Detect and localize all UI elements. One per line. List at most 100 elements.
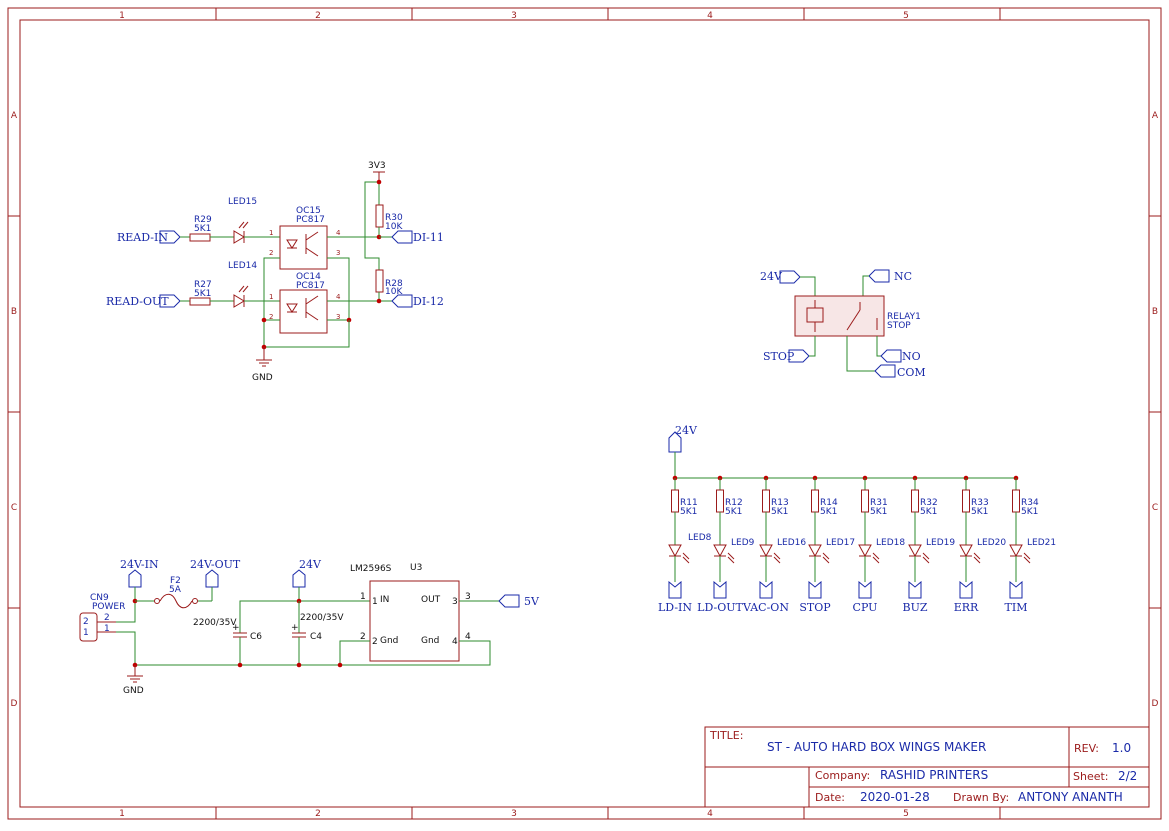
- u3-out-label: OUT: [421, 595, 441, 605]
- u3-pin4-num-inner: 4: [452, 637, 458, 647]
- led-arrow: [773, 552, 781, 560]
- led-arrow: [872, 556, 880, 564]
- oc15-optocoupler: [279, 225, 328, 270]
- led-indicator-section: 24V R115K1LED8LD-INR125K1LED9LD-OUTR135K…: [658, 424, 1056, 614]
- led-resistor-r34: [1012, 489, 1020, 513]
- relay-24v-label: 24V: [760, 270, 783, 283]
- row-label-d-right: D: [1152, 699, 1159, 709]
- col-label-4: 4: [707, 11, 713, 21]
- r30-ref: R30: [385, 213, 403, 223]
- r27-ref: R27: [194, 280, 212, 290]
- led-resistor-r13: [762, 489, 770, 513]
- col-label-1: 1: [119, 11, 125, 21]
- f2-value: 5A: [169, 585, 182, 595]
- u3-part: LM2596S: [350, 564, 392, 574]
- led-bank-24v-label: 24V: [675, 424, 698, 437]
- net-5v-label: 5V: [524, 595, 540, 608]
- u3-pin1-num: 1: [360, 592, 366, 602]
- led-diode-led17: [808, 544, 822, 558]
- led-resistor-value: 5K1: [920, 507, 937, 517]
- led-ref: LED18: [876, 538, 905, 548]
- rev-label: REV:: [1074, 742, 1099, 755]
- led-net-label: LD-IN: [658, 601, 692, 614]
- opto-input-section: 3V3 R30 10K R28 10K READ-IN R29 5K1 LED1…: [106, 161, 444, 383]
- date-value: 2020-01-28: [860, 790, 930, 804]
- led-resistor-value: 5K1: [1021, 507, 1038, 517]
- led-net-port: [668, 580, 682, 599]
- c4-value: 2200/35V: [300, 613, 344, 623]
- read-out-port: [159, 294, 181, 308]
- u3-pin2-num: 2: [360, 632, 366, 642]
- row-label-b: B: [11, 307, 17, 317]
- relay1-value: STOP: [887, 321, 911, 331]
- port-24v-in: [128, 569, 142, 588]
- r28-resistor: [375, 269, 384, 293]
- led-arrow: [822, 552, 830, 560]
- led-ref: LED20: [977, 538, 1006, 548]
- relay-no-port: [880, 349, 902, 363]
- led-resistor-r31: [861, 489, 869, 513]
- led-arrow: [973, 552, 981, 560]
- led-bank-24v-port: [668, 431, 682, 453]
- relay-com-port: [874, 364, 896, 378]
- led-ref: LED8: [688, 533, 712, 543]
- net-read-out-label: READ-OUT: [106, 295, 169, 308]
- led-arrow: [682, 556, 690, 564]
- r27-value: 5K1: [194, 289, 211, 299]
- relay1-ref: RELAY1: [887, 312, 921, 322]
- led-ref: LED17: [826, 538, 855, 548]
- led14-diode: [233, 294, 245, 308]
- row-label-a-right: A: [1152, 111, 1159, 121]
- led-arrow: [1023, 556, 1031, 564]
- led-ref: LED16: [777, 538, 806, 548]
- led14-ref: LED14: [228, 261, 257, 271]
- c4-ref: C4: [310, 632, 322, 642]
- row-label-c-right: C: [1152, 503, 1158, 513]
- led-net-port: [858, 580, 872, 599]
- led-diode-led19: [908, 544, 922, 558]
- r28-value: 10K: [385, 287, 403, 297]
- relay1-body: [794, 295, 885, 337]
- led-diode-led21: [1009, 544, 1023, 558]
- port-24v: [292, 569, 306, 588]
- led-arrow: [922, 552, 930, 560]
- oc15-pin2: 2: [269, 249, 273, 257]
- date-label: Date:: [815, 791, 845, 804]
- led-arrow: [973, 556, 981, 564]
- sheet-value: 2/2: [1118, 769, 1137, 783]
- power-gnd-label: GND: [123, 686, 144, 696]
- row-label-c: C: [11, 503, 17, 513]
- power-section: CN9 POWER 2 1 2 1 24V-IN F2 5A 24V-OUT 2…: [79, 558, 540, 696]
- led-net-label: TIM: [1005, 601, 1028, 614]
- led-ref: LED19: [926, 538, 955, 548]
- relay-stop-label: STOP: [763, 350, 795, 363]
- led-arrow: [922, 556, 930, 564]
- led-resistor-ref: R31: [870, 498, 888, 508]
- r29-value: 5K1: [194, 224, 211, 234]
- cn9-pin2-inner: 2: [83, 617, 89, 627]
- relay-nc-port: [868, 269, 890, 283]
- net-di-12-label: DI-12: [413, 295, 444, 308]
- led-ref: LED9: [731, 538, 755, 548]
- c6-value: 2200/35V: [193, 618, 237, 628]
- net-read-in-label: READ-IN: [117, 231, 168, 244]
- led-arrow: [727, 556, 735, 564]
- led-resistor-ref: R32: [920, 498, 938, 508]
- led-resistor-ref: R13: [771, 498, 789, 508]
- read-in-port: [159, 230, 181, 244]
- led-resistor-ref: R12: [725, 498, 743, 508]
- oc14-pin1: 1: [269, 293, 273, 301]
- cn9-value: POWER: [92, 602, 125, 612]
- cn9-connector: [79, 612, 98, 642]
- col-label-5: 5: [903, 11, 909, 21]
- drawing-frame: 1 2 3 4 5 1 2 3 4 5 A B C D A B C D: [7, 7, 1162, 820]
- led-resistor-value: 5K1: [870, 507, 887, 517]
- c4-plus: +: [291, 623, 299, 633]
- led-diode-led20: [959, 544, 973, 558]
- relay-24v-port: [779, 270, 801, 284]
- company-value: RASHID PRINTERS: [880, 768, 988, 782]
- col-label-3: 3: [511, 11, 517, 21]
- led-net-port: [908, 580, 922, 599]
- u3-pin1-num-inner: 1: [372, 597, 378, 607]
